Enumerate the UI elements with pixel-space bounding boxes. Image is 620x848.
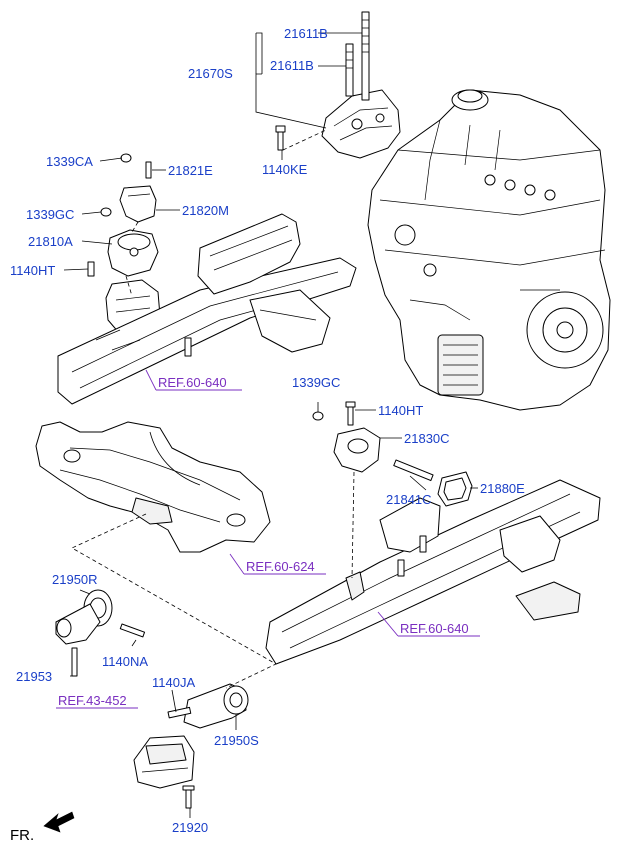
rear-mount-21950r <box>55 589 146 677</box>
engine-block <box>367 89 611 411</box>
label-1140na[interactable]: 1140NA <box>102 654 148 669</box>
label-21841c[interactable]: 21841C <box>386 492 432 507</box>
stud-21611b-long <box>361 11 370 101</box>
label-21611b-lower[interactable]: 21611B <box>270 58 314 73</box>
label-21880e[interactable]: 21880E <box>480 481 525 496</box>
right-mount-21830c <box>312 401 473 507</box>
dashed-guides <box>71 129 355 689</box>
reference-labels: REF.60-640 REF.60-624 REF.60-640 REF.43-… <box>58 375 469 708</box>
label-21830c[interactable]: 21830C <box>404 431 450 446</box>
front-direction-arrow <box>43 811 75 833</box>
ref-60-640-upper[interactable]: REF.60-640 <box>158 375 227 390</box>
frame-rail-lower <box>265 479 601 665</box>
label-1140ht-lower[interactable]: 1140HT <box>378 403 423 418</box>
left-mount-assembly <box>87 153 161 335</box>
ref-60-640-lower[interactable]: REF.60-640 <box>400 621 469 636</box>
label-1339ca[interactable]: 1339CA <box>46 154 93 169</box>
label-1339gc-upper[interactable]: 1339GC <box>26 207 74 222</box>
label-21950r[interactable]: 21950R <box>52 572 98 587</box>
stud-21611b-short <box>345 43 354 97</box>
label-1339gc-lower[interactable]: 1339GC <box>292 375 340 390</box>
label-21920[interactable]: 21920 <box>172 820 208 835</box>
label-21821e[interactable]: 21821E <box>168 163 213 178</box>
label-21611b-upper[interactable]: 21611B <box>284 26 328 41</box>
reference-lines <box>56 369 480 709</box>
ref-43-452[interactable]: REF.43-452 <box>58 693 127 708</box>
ref-60-624[interactable]: REF.60-624 <box>246 559 315 574</box>
label-1140ja[interactable]: 1140JA <box>152 675 195 690</box>
leader-lines <box>63 32 478 818</box>
label-21950s[interactable]: 21950S <box>214 733 259 748</box>
lower-mount-21950s <box>133 683 249 809</box>
frame-rail-upper <box>57 213 357 405</box>
subframe <box>35 421 271 553</box>
label-21820m[interactable]: 21820M <box>182 203 229 218</box>
label-21670s[interactable]: 21670S <box>188 66 233 81</box>
label-21953[interactable]: 21953 <box>16 669 52 684</box>
bracket-21670s <box>275 11 401 159</box>
label-1140ke[interactable]: 1140KE <box>262 162 308 177</box>
label-1140ht-upper[interactable]: 1140HT <box>10 263 55 278</box>
bolt-1140ke <box>275 125 286 151</box>
front-direction-label: FR. <box>10 827 34 844</box>
label-21810a[interactable]: 21810A <box>28 234 73 249</box>
part-labels: 21611B 21611B 21670S 1140KE 1339CA 21821… <box>10 26 525 835</box>
